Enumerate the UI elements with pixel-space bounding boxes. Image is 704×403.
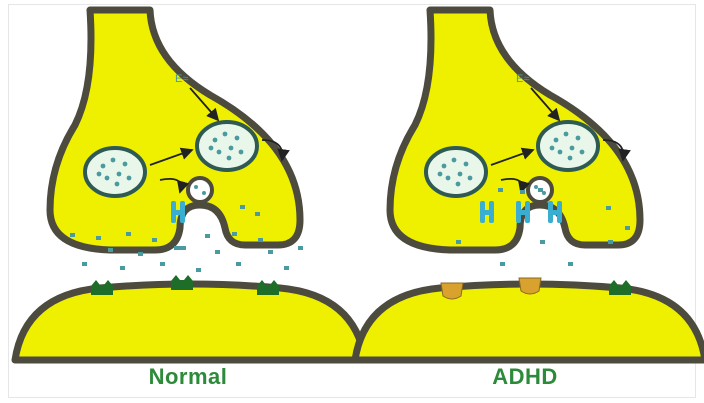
svg-text:E≈: E≈ <box>516 73 529 85</box>
postsynaptic-membrane <box>355 284 704 360</box>
vesicle-icon <box>197 122 257 170</box>
vesicle-icon <box>426 148 486 196</box>
receptor-icon <box>519 278 541 294</box>
label-normal: Normal <box>88 364 288 390</box>
vesicle-icon <box>85 148 145 196</box>
vesicle-icon <box>538 122 598 170</box>
receptor-icon <box>91 280 113 295</box>
receptor-icon <box>441 283 463 299</box>
panel-adhd: E≈ <box>355 10 704 360</box>
presynaptic-terminal <box>390 10 640 250</box>
svg-text:E≈: E≈ <box>175 73 188 85</box>
label-adhd: ADHD <box>425 364 625 390</box>
receptor-icon <box>609 280 631 295</box>
receptor-icon <box>171 275 193 290</box>
panel-normal: E≈ <box>15 10 365 360</box>
postsynaptic-membrane <box>15 284 365 360</box>
receptor-icon <box>257 280 279 295</box>
